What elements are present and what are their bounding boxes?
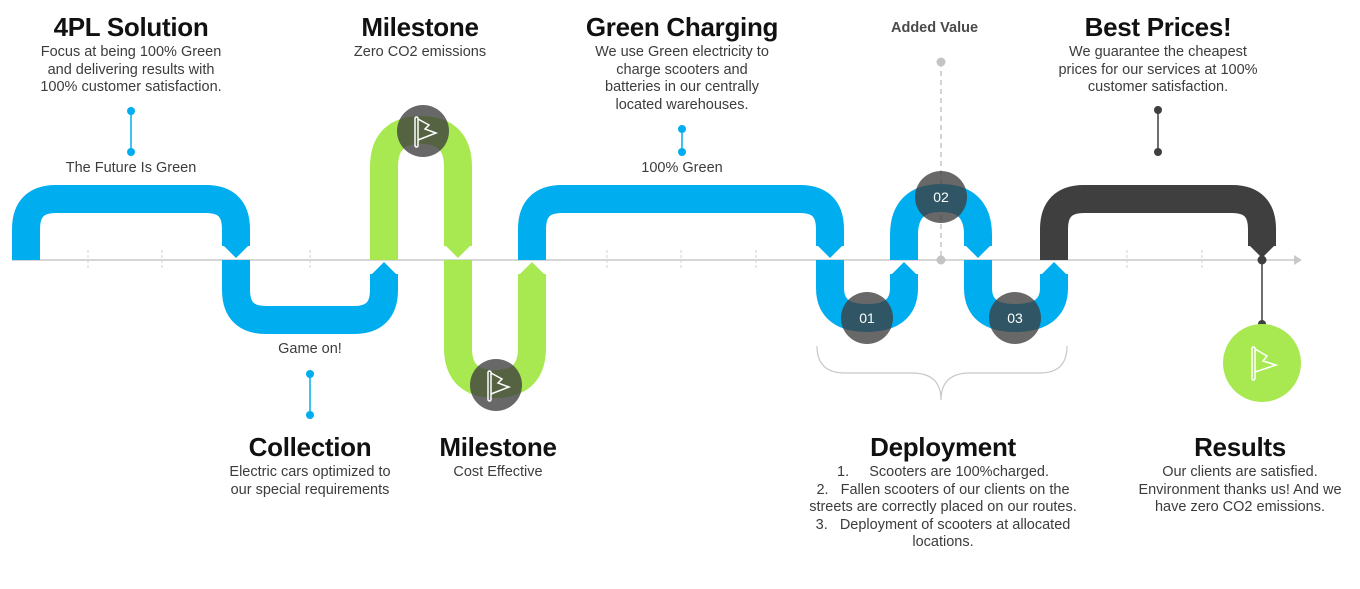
block-desc-line: have zero CO2 emissions. [1154, 499, 1326, 515]
path-segment-best-prices [1040, 185, 1276, 260]
path-segment-future-green [12, 185, 250, 260]
milestone-marker-bottom [470, 359, 522, 411]
block-desc-line: prices for our services at 100% [1058, 61, 1258, 78]
label-future-green: The Future Is Green [65, 160, 197, 176]
step-number: 02 [933, 189, 949, 205]
block-desc-line: customer satisfaction. [1087, 79, 1229, 95]
block-desc-line: Environment thanks us! And we [1138, 481, 1342, 498]
step-circle-03: 03 [989, 292, 1041, 344]
block-title: Results [1194, 432, 1286, 462]
block-desc-line: our special requirements [230, 481, 390, 498]
block-deployment: Deployment 1. Scooters are 100%charged. … [808, 432, 1078, 552]
axis-arrow-icon [1294, 255, 1302, 265]
block-4pl-solution: 4PL Solution Focus at being 100% Green a… [10, 12, 252, 97]
block-milestone-top: Milestone Zero CO2 emissions [320, 12, 520, 62]
block-title: Deployment [870, 432, 1016, 462]
connector-results [1257, 255, 1267, 328]
block-results: Results Our clients are satisfied. Envir… [1120, 432, 1360, 517]
block-desc-line: and delivering results with [47, 61, 215, 78]
added-value-label: Added Value [891, 20, 979, 36]
label-100-green: 100% Green [641, 160, 723, 176]
block-desc-line: Our clients are satisfied. [1162, 464, 1318, 480]
block-title: Green Charging [585, 12, 779, 42]
step-number: 03 [1007, 310, 1023, 326]
connector-future-green [127, 107, 135, 156]
block-title: 4PL Solution [53, 12, 209, 42]
added-value-dot-axis [936, 255, 946, 265]
block-desc-line: Focus at being 100% Green [40, 44, 222, 60]
block-desc-line: Zero CO2 emissions [353, 44, 487, 60]
block-best-prices: Best Prices! We guarantee the cheapest p… [1038, 12, 1278, 97]
connector-best-prices [1154, 106, 1162, 156]
path-arrow-tips [222, 244, 1276, 276]
step-circle-01: 01 [841, 292, 893, 344]
block-title: Milestone [439, 432, 557, 462]
block-desc-line: charge scooters and [616, 61, 748, 78]
block-title: Milestone [361, 12, 479, 42]
block-desc-line: Cost Effective [453, 464, 543, 480]
flag-icon [1251, 346, 1279, 381]
flag-icon [487, 370, 512, 402]
added-value-dot-top [936, 57, 946, 67]
deployment-list-item: 2. Fallen scooters of our clients on the… [809, 481, 1077, 516]
milestone-marker-top [397, 105, 449, 157]
connector-green-charging [678, 125, 686, 156]
block-desc-line: Electric cars optimized to [229, 464, 391, 480]
connector-collection [306, 370, 314, 419]
flag-icon [414, 116, 439, 148]
results-marker [1223, 324, 1301, 402]
block-desc-line: 100% customer satisfaction. [40, 79, 222, 95]
block-desc-line: We guarantee the cheapest [1069, 44, 1247, 60]
deployment-list-item: 3. Deployment of scooters at allocated l… [815, 516, 1071, 551]
axis-ticks [87, 250, 1203, 270]
block-title: Collection [248, 432, 372, 462]
block-desc-line: We use Green electricity to [595, 44, 769, 60]
block-milestone-bottom: Milestone Cost Effective [398, 432, 598, 482]
step-number: 01 [859, 310, 875, 326]
deployment-list: 1. Scooters are 100%charged. 2. Fallen s… [808, 464, 1078, 552]
block-title: Best Prices! [1084, 12, 1232, 42]
block-desc-line: located warehouses. [615, 96, 749, 113]
block-collection: Collection Electric cars optimized to ou… [200, 432, 420, 499]
block-green-charging: Green Charging We use Green electricity … [567, 12, 797, 114]
label-game-on: Game on! [278, 341, 342, 357]
path-segment-green-charging [518, 185, 844, 260]
deployment-brace [816, 345, 1068, 401]
step-circle-02: 02 [915, 171, 967, 223]
deployment-list-item: 1. Scooters are 100%charged. [837, 464, 1049, 480]
path-segment-collection [222, 260, 398, 334]
block-desc-line: batteries in our centrally [605, 79, 759, 95]
